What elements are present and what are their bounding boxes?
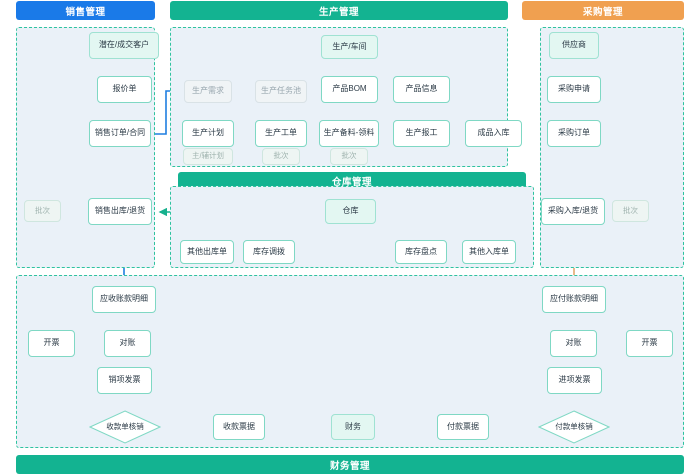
panel-purchase [540,27,684,268]
node-work-order[interactable]: 生产工单 [255,120,307,147]
node-purchase-request[interactable]: 采购申请 [547,76,601,103]
node-stock-transfer-label: 库存调拨 [253,246,285,256]
node-other-inbound-label: 其他入库单 [469,246,509,256]
node-finance-hub-label: 财务 [345,421,361,431]
tag-sales-batch: 批次 [24,200,61,222]
node-material-prepare-label: 生产备料-领料 [323,128,375,138]
node-receivable-detail[interactable]: 应收账款明细 [92,286,156,313]
tag-sales-batch-label: 批次 [35,205,50,215]
node-finished-inbound[interactable]: 成品入库 [465,120,522,147]
diamond-shape-icon [89,410,161,444]
tag-purchase-batch: 批次 [612,200,649,222]
node-production-plan-label: 生产计划 [192,128,224,138]
node-receipt-voucher[interactable]: 收款票据 [213,414,265,440]
node-stocktake-label: 库存盘点 [405,246,437,256]
node-purchase-inbound-label: 采购入库/退货 [547,206,599,216]
node-payment-voucher-label: 付款票据 [447,421,479,431]
node-material-prepare[interactable]: 生产备料-领料 [319,120,379,147]
tag-material-prepare-batch-label: 批次 [341,151,357,161]
section-header-warehouse: 仓库管理 [178,172,526,190]
section-header-purchase: 采购管理 [522,1,684,20]
node-payable-detail[interactable]: 应付账款明细 [542,286,606,313]
node-payable-detail-label: 应付账款明细 [550,294,598,304]
node-potential-customer[interactable]: 潜在/成交客户 [89,32,159,59]
node-warehouse-hub-label: 仓库 [342,206,359,216]
node-production-plan[interactable]: 生产计划 [182,120,234,147]
node-supplier[interactable]: 供应商 [549,32,599,59]
node-task-pool[interactable]: 生产任务池 [255,80,307,103]
node-product-bom[interactable]: 产品BOM [321,76,378,103]
node-purchase-order-label: 采购订单 [558,128,590,138]
panel-sales [16,27,155,268]
node-sales-invoice-label: 销项发票 [108,375,141,385]
section-header-finance-label: 财务管理 [329,460,370,472]
node-other-inbound[interactable]: 其他入库单 [462,240,516,264]
node-quotation[interactable]: 报价单 [97,76,152,103]
node-purchase-request-label: 采购申请 [558,84,590,94]
tag-purchase-batch-label: 批次 [623,205,638,215]
section-header-finance: 财务管理 [16,455,684,474]
node-receipt-writeoff-label: 收款单核销 [106,421,144,431]
node-product-info[interactable]: 产品信息 [393,76,450,103]
node-production-demand-label: 生产需求 [192,86,224,96]
node-ar-invoice-label: 开票 [43,338,60,348]
section-header-production: 生产管理 [170,1,508,20]
node-warehouse-hub[interactable]: 仓库 [325,199,376,224]
node-product-info-label: 产品信息 [405,84,438,94]
node-payment-voucher[interactable]: 付款票据 [437,414,489,440]
node-ar-reconcile[interactable]: 对账 [104,330,151,357]
node-workshop-label: 生产/车间 [332,41,367,51]
section-header-production-label: 生产管理 [318,6,359,18]
section-header-sales: 销售管理 [16,1,155,20]
node-sales-invoice[interactable]: 销项发票 [97,367,152,394]
diamond-shape-icon [538,410,610,444]
node-stock-transfer[interactable]: 库存调拨 [243,240,295,264]
node-ar-reconcile-label: 对账 [119,338,136,348]
tag-production-plan: 主/辅计划 [183,148,233,165]
node-receipt-writeoff[interactable]: 收款单核销 [89,410,161,444]
node-ap-invoice-label: 开票 [641,338,658,348]
node-sales-order-label: 销售订单/合同 [94,128,146,138]
node-other-outbound-label: 其他出库单 [187,246,227,256]
node-finance-hub[interactable]: 财务 [331,414,375,440]
tag-work-order-batch: 批次 [262,148,300,165]
node-task-pool-label: 生产任务池 [261,86,301,96]
node-workshop[interactable]: 生产/车间 [321,35,378,59]
node-production-report[interactable]: 生产报工 [393,120,450,147]
node-ap-reconcile-label: 对账 [565,338,582,348]
node-quotation-label: 报价单 [112,84,137,94]
node-production-demand[interactable]: 生产需求 [184,80,232,103]
node-potential-customer-label: 潜在/成交客户 [98,40,150,50]
node-input-invoice[interactable]: 进项发票 [547,367,602,394]
node-ap-reconcile[interactable]: 对账 [550,330,597,357]
node-production-report-label: 生产报工 [405,128,438,138]
node-stocktake[interactable]: 库存盘点 [395,240,447,264]
tag-work-order-batch-label: 批次 [273,151,289,161]
node-input-invoice-label: 进项发票 [558,375,591,385]
node-purchase-inbound[interactable]: 采购入库/退货 [541,198,605,225]
tag-material-prepare-batch: 批次 [330,148,368,165]
node-receivable-detail-label: 应收账款明细 [100,294,148,304]
node-ar-invoice[interactable]: 开票 [28,330,75,357]
node-work-order-label: 生产工单 [265,128,297,138]
node-purchase-order[interactable]: 采购订单 [547,120,601,147]
section-header-purchase-label: 采购管理 [582,6,623,18]
node-sales-order[interactable]: 销售订单/合同 [89,120,151,147]
section-header-warehouse-label: 仓库管理 [331,177,372,188]
node-payment-writeoff[interactable]: 付款单核销 [538,410,610,444]
node-ap-invoice[interactable]: 开票 [626,330,673,357]
node-sales-outbound[interactable]: 销售出库/退货 [88,198,152,225]
tag-production-plan-label: 主/辅计划 [191,151,225,161]
node-other-outbound[interactable]: 其他出库单 [180,240,234,264]
section-header-sales-label: 销售管理 [65,6,106,18]
node-receipt-voucher-label: 收款票据 [223,421,255,431]
node-supplier-label: 供应商 [562,40,586,50]
node-finished-inbound-label: 成品入库 [477,128,510,138]
node-payment-writeoff-label: 付款单核销 [555,421,593,431]
node-product-bom-label: 产品BOM [332,84,367,94]
node-sales-outbound-label: 销售出库/退货 [94,206,146,216]
